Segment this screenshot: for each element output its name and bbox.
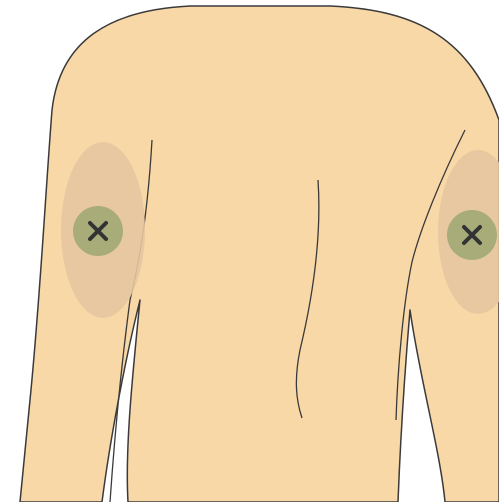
site-left-upper-arm	[61, 142, 145, 318]
